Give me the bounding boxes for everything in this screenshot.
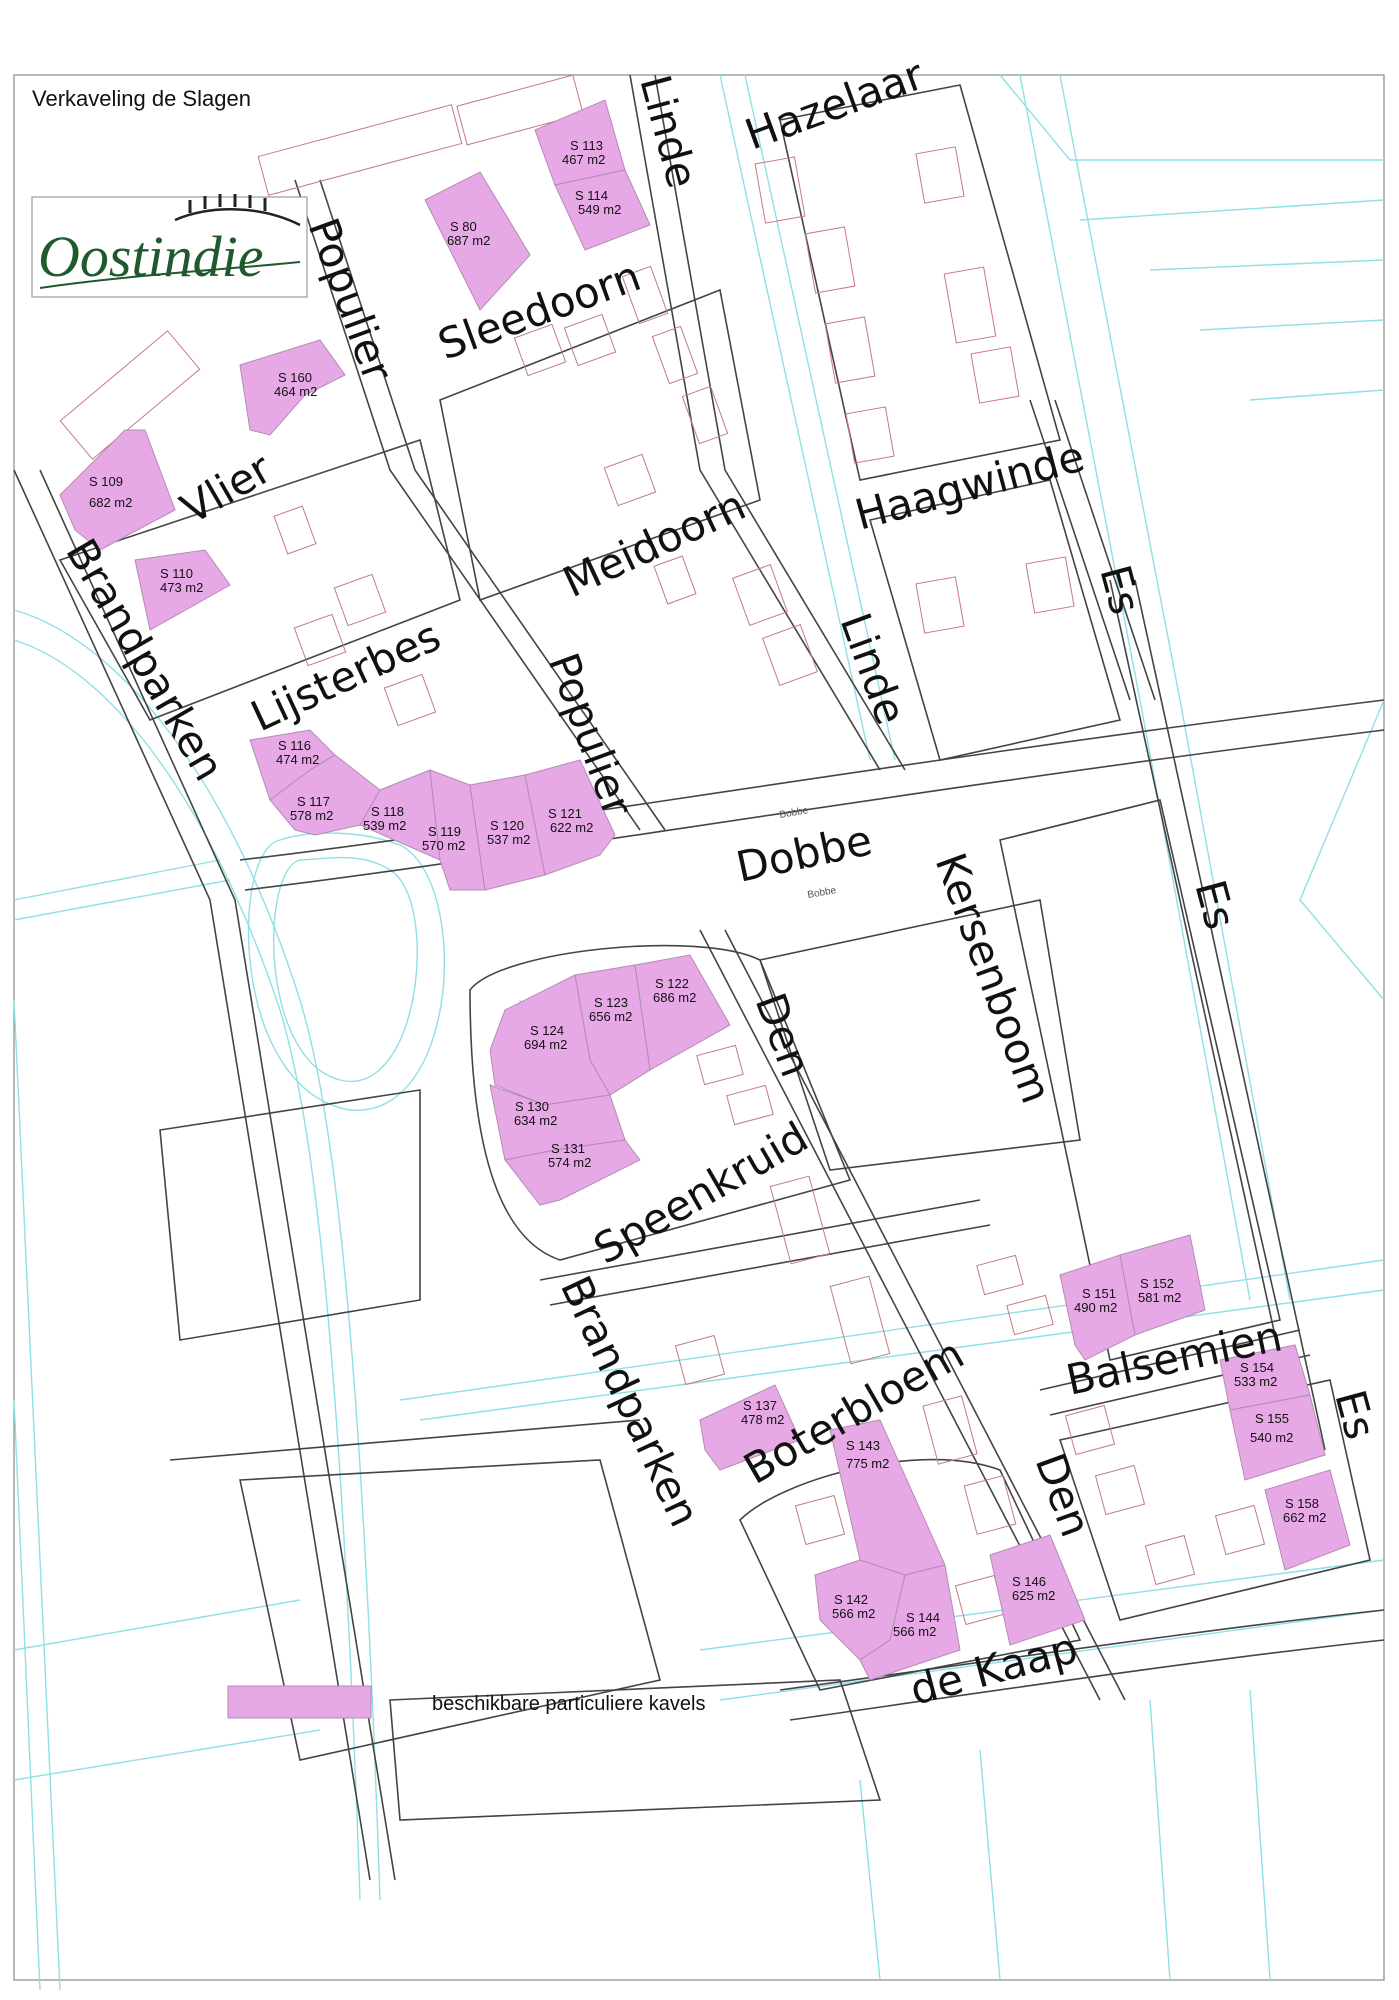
plot-labels: S 113 467 m2 S 114 549 m2 S 80 687 m2 S …	[89, 138, 1326, 1639]
plot-s155[interactable]	[1229, 1394, 1326, 1481]
plot-s130-area: 634 m2	[514, 1113, 557, 1128]
plot-s110-id: S 110	[160, 566, 193, 581]
plot-s131-id: S 131	[551, 1141, 585, 1156]
plot-s121[interactable]	[524, 759, 616, 876]
plot-s122-id: S 122	[655, 976, 689, 991]
plot-s110-area: 473 m2	[160, 580, 203, 595]
plot-s117-area: 578 m2	[290, 808, 333, 823]
plot-s120-area: 537 m2	[487, 832, 530, 847]
plot-s137-id: S 137	[743, 1398, 777, 1413]
plot-s80-area: 687 m2	[447, 233, 490, 248]
plot-s117-id: S 117	[297, 794, 330, 809]
legend: beschikbare particuliere kavels	[227, 1685, 705, 1719]
plot-s123-id: S 123	[594, 995, 628, 1010]
plot-s110[interactable]	[134, 549, 231, 631]
plot-s143-id: S 143	[846, 1438, 880, 1453]
plot-s160-area: 464 m2	[274, 384, 317, 399]
plot-s119-id: S 119	[428, 824, 461, 839]
plot-s80-id: S 80	[450, 219, 477, 234]
logo-text: Oostindie	[38, 224, 264, 289]
plot-s113-area: 467 m2	[562, 152, 605, 167]
plot-s114[interactable]	[554, 169, 651, 251]
plot-s152-id: S 152	[1140, 1276, 1174, 1291]
plot-s160-id: S 160	[278, 370, 312, 385]
plot-s158-area: 662 m2	[1283, 1510, 1326, 1525]
plot-s146-id: S 146	[1012, 1574, 1046, 1589]
plot-s131-area: 574 m2	[548, 1155, 591, 1170]
plot-s109-area: 682 m2	[89, 495, 132, 510]
plot-s160[interactable]	[239, 339, 346, 436]
plot-s146-area: 625 m2	[1012, 1588, 1055, 1603]
plot-s118-area: 539 m2	[363, 818, 406, 833]
plot-s146[interactable]	[989, 1534, 1086, 1646]
road-label-bobbe-2: Bobbe	[807, 885, 838, 901]
plot-s151[interactable]	[1059, 1254, 1136, 1361]
plot-s155-id: S 155	[1255, 1411, 1289, 1426]
available-plots	[59, 99, 1351, 1681]
water-network	[13, 74, 1385, 1991]
plot-s144-id: S 144	[906, 1610, 940, 1625]
legend-swatch	[227, 1685, 372, 1719]
plot-s123-area: 656 m2	[589, 1009, 632, 1024]
road-network	[13, 74, 1385, 1881]
oostindie-logo: Oostindie	[31, 194, 308, 298]
plot-s143-area: 775 m2	[846, 1456, 889, 1471]
plot-s119-area: 570 m2	[422, 838, 465, 853]
plot-s151-id: S 151	[1082, 1286, 1116, 1301]
plot-s144-area: 566 m2	[893, 1624, 936, 1639]
plot-s158-id: S 158	[1285, 1496, 1319, 1511]
plot-s120-id: S 120	[490, 818, 524, 833]
plot-s158[interactable]	[1264, 1469, 1351, 1571]
plot-s122-area: 686 m2	[653, 990, 696, 1005]
plot-s142-id: S 142	[834, 1592, 868, 1607]
plot-s151-area: 490 m2	[1074, 1300, 1117, 1315]
plot-s124-area: 694 m2	[524, 1037, 567, 1052]
plot-s137[interactable]	[699, 1384, 801, 1471]
plot-s80[interactable]	[424, 171, 531, 311]
plot-s137-area: 478 m2	[741, 1412, 784, 1427]
plot-s121-area: 622 m2	[550, 820, 593, 835]
plot-s116-id: S 116	[278, 738, 311, 753]
plot-s121-id: S 121	[548, 806, 582, 821]
plot-s124-id: S 124	[530, 1023, 564, 1038]
plot-s116-area: 474 m2	[276, 752, 319, 767]
plot-s142-area: 566 m2	[832, 1606, 875, 1621]
plot-s152-area: 581 m2	[1138, 1290, 1181, 1305]
plot-s114-id: S 114	[575, 188, 608, 203]
plot-s130-id: S 130	[515, 1099, 549, 1114]
plot-s144[interactable]	[859, 1564, 961, 1681]
plot-s113-id: S 113	[570, 138, 603, 153]
plot-s114-area: 549 m2	[578, 202, 621, 217]
plot-s118-id: S 118	[371, 804, 404, 819]
existing-buildings	[59, 74, 1266, 1626]
plot-s154-id: S 154	[1240, 1360, 1274, 1375]
road-label-bobbe-1: Bobbe	[779, 805, 810, 821]
plot-s152[interactable]	[1119, 1234, 1206, 1336]
plot-s109[interactable]	[59, 429, 176, 551]
plot-s131[interactable]	[504, 1139, 641, 1206]
map-title: Verkaveling de Slagen	[32, 86, 251, 111]
plot-s154-area: 533 m2	[1234, 1374, 1277, 1389]
plot-s155-area: 540 m2	[1250, 1430, 1293, 1445]
plot-s109-id: S 109	[89, 474, 123, 489]
plot-s119[interactable]	[429, 769, 486, 891]
legend-label: beschikbare particuliere kavels	[432, 1693, 705, 1715]
